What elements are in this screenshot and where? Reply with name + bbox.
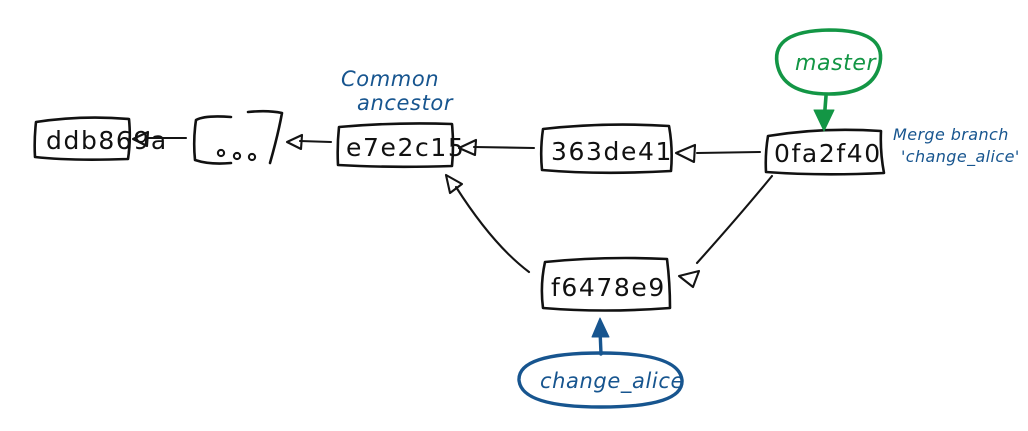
commit-box-outline [539, 123, 673, 175]
commit-hash-label: e7e2c15 [346, 133, 465, 162]
edge-line [454, 185, 531, 274]
branch-name-label: change_alice [540, 369, 684, 394]
commit-hash-label: ddb869a [46, 126, 168, 155]
branch-ellipse-outline [517, 351, 684, 409]
edge-line [298, 139, 333, 144]
edge-change_alice-to-f6478e9 [591, 317, 610, 356]
commit-box-outline [336, 122, 455, 169]
bracket-right-icon [246, 109, 284, 165]
commit-node-e7e2c15[interactable]: e7e2c15 [336, 122, 466, 169]
annotation-merge-message: Merge branch 'change_alice' [893, 125, 1020, 167]
ellipsis-dot [232, 151, 242, 161]
edge-line [472, 145, 536, 150]
bracket-left-icon [192, 115, 233, 165]
arrowhead-open-icon [457, 138, 478, 157]
arrowhead-open-icon [444, 173, 464, 195]
ellipsis-dot [247, 152, 257, 162]
arrowhead-filled-icon [813, 109, 835, 132]
commit-node-f6478e9[interactable]: f6478e9 [540, 256, 672, 312]
arrowhead-open-icon [674, 143, 697, 164]
edge-master-to-0fa2f40 [813, 94, 835, 132]
arrowhead-open-icon [285, 133, 304, 151]
arrowhead-open-icon [677, 269, 701, 289]
commit-node-ellipsis [192, 109, 284, 165]
annotation-line-2: ancestor [357, 91, 454, 115]
arrowhead-open-icon [131, 130, 150, 148]
commit-box-outline [540, 256, 672, 312]
commit-node-ddb869a[interactable]: ddb869a [33, 116, 168, 161]
edge-line [695, 150, 762, 155]
ellipsis-dot [216, 148, 226, 158]
branch-ellipse-outline [774, 28, 883, 96]
edge-0fa2f40-to-363de41 [674, 143, 762, 164]
edge-line [695, 174, 774, 265]
edge-0fa2f40-to-f6478e9 [677, 174, 774, 289]
annotation-line-1: Merge branch [893, 125, 1009, 144]
commit-hash-label: f6478e9 [551, 273, 666, 302]
edge-f6478e9-to-e7e2c15 [444, 173, 531, 274]
arrowhead-filled-icon [591, 317, 610, 338]
commit-node-0fa2f40[interactable]: 0fa2f40 [764, 128, 886, 176]
annotation-line-1: Common [341, 67, 439, 91]
edge-ellipsis-to-ddb869a [131, 130, 188, 148]
branch-label-master[interactable]: master [774, 28, 883, 96]
commit-box-outline [764, 128, 886, 176]
branch-label-change_alice[interactable]: change_alice [517, 351, 684, 409]
commit-node-363de41[interactable]: 363de41 [539, 123, 673, 175]
edge-e7e2c15-to-ellipsis [285, 133, 333, 151]
commit-hash-label: 363de41 [551, 137, 673, 166]
edge-363de41-to-e7e2c15 [457, 138, 536, 157]
annotation-line-2: 'change_alice' [901, 147, 1020, 167]
annotation-common-ancestor: Common ancestor [341, 67, 454, 115]
branch-name-label: master [795, 51, 878, 76]
commit-box-outline [33, 116, 132, 161]
commit-hash-label: 0fa2f40 [774, 139, 882, 168]
